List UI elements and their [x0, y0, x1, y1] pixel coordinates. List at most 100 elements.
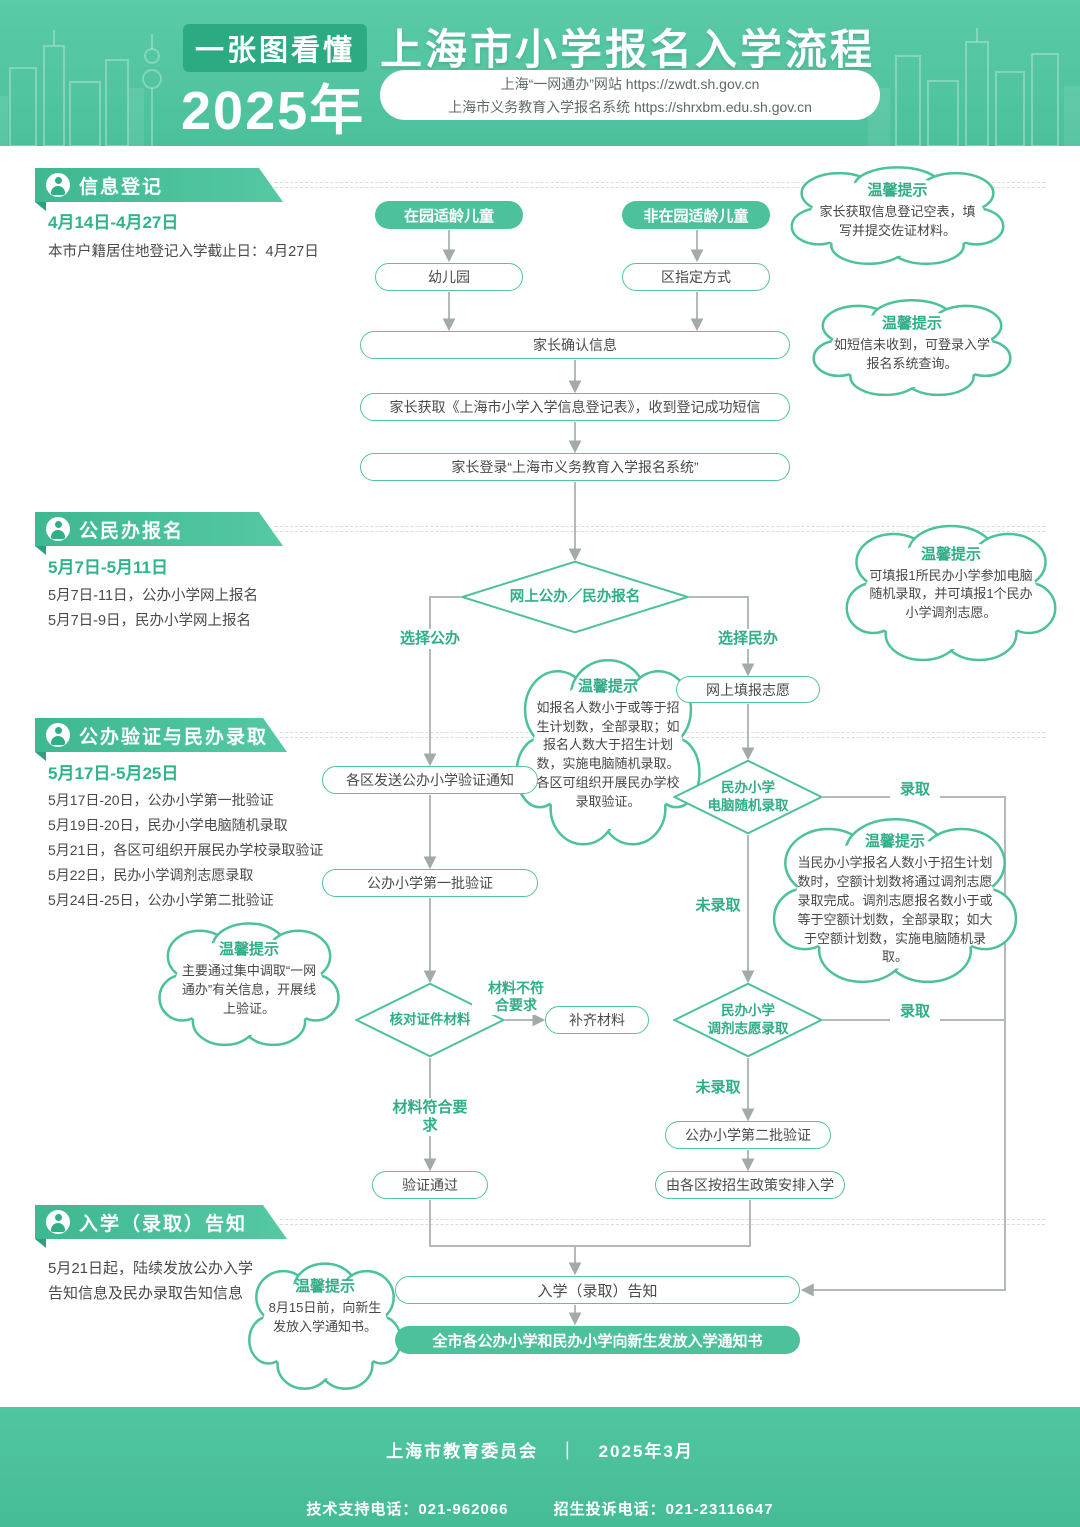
- branch-admitted-1: 录取: [890, 780, 940, 800]
- section3-note: 5月24日-25日，公办小学第二批验证: [48, 892, 274, 908]
- banner-fold: [35, 752, 46, 761]
- link-zwdt: 上海“一网通办”网站 https://zwdt.sh.gov.cn: [500, 75, 760, 92]
- banner-fold: [35, 546, 46, 555]
- tip-text: 可填报1所民办小学参加电脑随机录取，并可填报1个民办小学调剂志愿。: [869, 567, 1033, 621]
- tip-title: 温馨提示: [881, 314, 942, 332]
- section3-date: 5月17日-5月25日: [48, 764, 179, 783]
- section1-date: 4月14日-4月27日: [48, 213, 179, 232]
- footer-divider: ｜: [558, 1442, 578, 1461]
- city-skyline-icon: [0, 28, 1080, 146]
- node-admission-notice: 入学（录取）告知: [395, 1276, 800, 1304]
- tip-cloud-transfer-rule: 温馨提示 当民办小学报名人数小于招生计划数时，空额计划数将通过调剂志愿录取完成。…: [772, 812, 1018, 994]
- section2-note2: 5月7日-9日，民办小学网上报名: [48, 613, 252, 629]
- decision-check-materials: 核对证件材料: [355, 983, 505, 1057]
- branch-admitted-2: 录取: [890, 1002, 940, 1022]
- branch-not-admitted-2: 未录取: [692, 1078, 744, 1098]
- tip-cloud-private-choice: 温馨提示 可填报1所民办小学参加电脑随机录取，并可填报1个民办小学调剂志愿。: [845, 520, 1057, 670]
- tip-cloud-sms: 温馨提示 如短信未收到，可登录入学报名系统查询。: [812, 296, 1012, 402]
- decision-label: 核对证件材料: [389, 1012, 471, 1028]
- node-final-notification: 全市各公办小学和民办小学向新生发放入学通知书: [395, 1326, 800, 1354]
- tip-cloud-online-verify: 温馨提示 主要通过集中调取“一网通办”有关信息，开展线上验证。: [158, 918, 340, 1054]
- header-year: 2025年: [181, 81, 366, 141]
- section2-date: 5月7日-5月11日: [48, 558, 168, 577]
- branch-not-admitted-1: 未录取: [692, 896, 744, 916]
- cloud-shape-icon: [248, 1258, 402, 1398]
- cloud-shape-icon: [515, 652, 701, 858]
- section3-note: 5月19日-20日，民办小学电脑随机录取: [48, 817, 288, 833]
- tip-title: 温馨提示: [218, 941, 279, 959]
- tip-cloud-registration-form: 温馨提示 家长获取信息登记空表，填写并提交佐证材料。: [790, 163, 1005, 271]
- section3-note: 5月17日-20日，公办小学第一批验证: [48, 792, 274, 808]
- section1-banner: 信息登记: [35, 168, 283, 202]
- tip-cloud-notice-letter: 温馨提示 8月15日前，向新生发放入学通知书。: [248, 1258, 402, 1398]
- cloud-shape-icon: [790, 163, 1005, 271]
- banner-fold: [35, 1239, 46, 1248]
- header-badge: 一张图看懂: [183, 24, 368, 72]
- section3-note: 5月21日，各区可组织开展民办学校录取验证: [48, 842, 324, 858]
- section2-banner: 公民办报名: [35, 512, 283, 546]
- link-shrxbm: 上海市义务教育入学报名系统 https://shrxbm.edu.sh.gov.…: [448, 98, 812, 115]
- section4-note: 5月21日起，陆续发放公办入学告知信息及民办录取告知信息: [48, 1260, 254, 1302]
- decision-label: 网上公办／民办报名: [509, 588, 641, 605]
- person-icon: [46, 517, 70, 541]
- tip-text: 如短信未收到，可登录入学报名系统查询。: [834, 336, 991, 371]
- decision-label: 民办小学 调剂志愿录取: [707, 1003, 789, 1036]
- section1-title: 信息登记: [79, 176, 164, 198]
- footer-date: 2025年3月: [598, 1442, 694, 1461]
- section2-dashline: [275, 526, 1045, 532]
- section3-note: 5月22日，民办小学调剂志愿录取: [48, 867, 254, 883]
- cloud-shape-icon: [158, 918, 340, 1054]
- tip-text: 如报名人数小于或等于招生计划数，全部录取；如报名人数大于招生计划数，实施电脑随机…: [536, 699, 680, 809]
- tip-title: 温馨提示: [920, 545, 981, 563]
- node-verified: 验证通过: [372, 1171, 488, 1199]
- section3-title: 公办验证与民办录取: [79, 726, 269, 748]
- section3-banner: 公办验证与民办录取: [35, 718, 287, 752]
- footer-publisher: 上海市教育委员会 ｜ 2025年3月: [0, 1437, 1080, 1462]
- cloud-shape-icon: [845, 520, 1057, 670]
- section2-note1: 5月7日-11日，公办小学网上报名: [48, 588, 259, 604]
- section4-dashline: [280, 1219, 1045, 1225]
- node-fill-volunteer: 网上填报志愿: [676, 676, 820, 703]
- footer: 上海市教育委员会 ｜ 2025年3月 技术支持电话：021-962066 招生投…: [0, 1407, 1080, 1527]
- node-fix-materials: 补齐材料: [545, 1006, 649, 1034]
- node-second-batch-verify: 公办小学第二批验证: [665, 1121, 831, 1149]
- section1-note: 本市户籍居住地登记入学截止日：4月27日: [48, 244, 319, 260]
- footer-tech-phone: 技术支持电话：021-962066: [306, 1501, 509, 1518]
- section4-banner: 入学（录取）告知: [35, 1205, 287, 1239]
- tip-title: 温馨提示: [294, 1277, 355, 1295]
- official-links: 上海“一网通办”网站 https://zwdt.sh.gov.cn 上海市义务教…: [380, 70, 880, 120]
- cloud-shape-icon: [812, 296, 1012, 402]
- tip-text: 当民办小学报名人数小于招生计划数时，空额计划数将通过调剂志愿录取完成。调剂志愿报…: [797, 855, 993, 965]
- decision-label: 民办小学 电脑随机录取: [707, 780, 789, 813]
- tip-text: 主要通过集中调取“一网通办”有关信息，开展线上验证。: [181, 963, 317, 1017]
- person-icon: [46, 1210, 70, 1234]
- decision-transfer-selection: 民办小学 调剂志愿录取: [673, 983, 823, 1057]
- branch-choose-public: 选择公办: [390, 629, 470, 649]
- tip-text: 家长获取信息登记空表，填写并提交佐证材料。: [819, 204, 976, 239]
- node-send-notice: 各区发送公办小学验证通知: [322, 766, 538, 794]
- footer-phones: 技术支持电话：021-962066 招生投诉电话：021-23116647: [0, 1498, 1080, 1519]
- person-icon: [46, 173, 70, 197]
- section2-title: 公民办报名: [79, 520, 185, 542]
- node-confirm-info: 家长确认信息: [360, 331, 790, 359]
- footer-org: 上海市教育委员会: [386, 1442, 539, 1461]
- banner-fold: [35, 202, 46, 211]
- tip-cloud-random-rule: 温馨提示 如报名人数小于或等于招生计划数，全部录取；如报名人数大于招生计划数，实…: [515, 652, 701, 858]
- tip-text: 8月15日前，向新生发放入学通知书。: [268, 1299, 382, 1334]
- decision-random-selection: 民办小学 电脑随机录取: [673, 760, 823, 834]
- node-district-way: 区指定方式: [622, 263, 770, 291]
- tip-title: 温馨提示: [867, 182, 928, 200]
- branch-materials-pass: 材料符合要求: [384, 1098, 476, 1136]
- node-login-system: 家长登录“上海市义务教育入学报名系统”: [360, 453, 790, 481]
- node-kindergarten: 幼儿园: [375, 263, 523, 291]
- page-title: 上海市小学报名入学流程: [380, 26, 876, 73]
- tip-title: 温馨提示: [577, 677, 638, 695]
- tip-title: 温馨提示: [864, 833, 925, 851]
- section4-title: 入学（录取）告知: [79, 1213, 248, 1235]
- branch-materials-fail: 材料不符 合要求: [472, 979, 560, 1015]
- branch-choose-private: 选择民办: [708, 629, 788, 649]
- footer-complaint-phone: 招生投诉电话：021-23116647: [553, 1501, 774, 1518]
- decision-online-registration: 网上公办／民办报名: [460, 561, 690, 633]
- node-not-in-kindergarten: 非在园适龄儿童: [622, 201, 770, 229]
